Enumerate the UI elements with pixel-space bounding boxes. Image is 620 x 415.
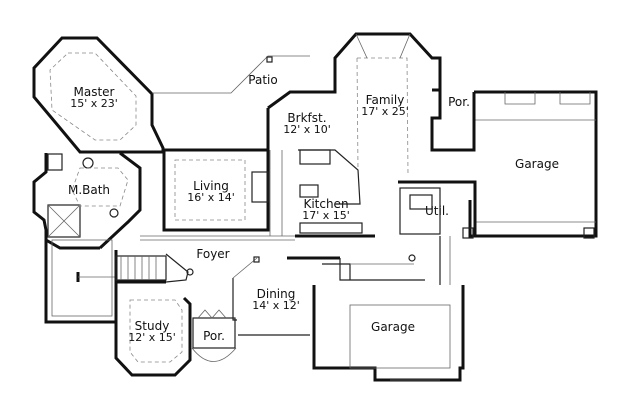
room-label-master: Master 15' x 23' (70, 86, 118, 110)
living-walls (162, 148, 270, 232)
room-label-garage-right: Garage (515, 158, 559, 170)
room-label-util: Util. (425, 205, 449, 217)
room-name: Study (134, 319, 170, 333)
room-name: Por. (203, 329, 225, 343)
left-wing-walls (44, 239, 116, 324)
room-dims: 17' x 25' (361, 105, 409, 118)
front-porch (191, 309, 237, 362)
porch-util-walls (398, 90, 477, 236)
garage-front-walls (312, 254, 465, 382)
room-name: Patio (248, 73, 278, 87)
kitchen-walls (269, 149, 375, 238)
garage-right-walls (462, 90, 598, 239)
room-name: Dining (256, 287, 296, 301)
dining-walls (232, 256, 340, 336)
room-label-foyer: Foyer (196, 248, 229, 260)
master-bath-walls (32, 151, 142, 250)
room-name: Garage (371, 320, 415, 334)
room-dims: 15' x 23' (70, 97, 118, 110)
room-label-living: Living 16' x 14' (187, 180, 235, 204)
room-dims: 17' x 15' (302, 209, 350, 222)
room-name: Living (193, 179, 229, 193)
room-dims: 12' x 10' (283, 123, 331, 136)
room-name: Por. (448, 95, 470, 109)
room-label-kitchen: Kitchen 17' x 15' (302, 198, 350, 222)
room-dims: 12' x 15' (128, 331, 176, 344)
room-label-por-top: Por. (448, 96, 470, 108)
foyer-stairs (114, 250, 194, 284)
room-name: Master (73, 85, 115, 99)
room-label-brkfst: Brkfst. 12' x 10' (283, 112, 331, 136)
study-walls (114, 282, 192, 377)
room-name: Garage (515, 157, 559, 171)
room-dims: 14' x 12' (252, 299, 300, 312)
room-label-study: Study 12' x 15' (128, 320, 176, 344)
room-label-mbath: M.Bath (68, 184, 110, 196)
room-label-garage-front: Garage (371, 321, 415, 333)
room-name: Util. (425, 204, 449, 218)
room-label-family: Family 17' x 25' (361, 94, 409, 118)
corridor-lines (140, 235, 451, 285)
room-name: Kitchen (303, 197, 349, 211)
room-label-por-front: Por. (203, 330, 225, 342)
patio-outline (152, 55, 310, 94)
room-name: Foyer (196, 247, 230, 261)
room-name: Brkfst. (287, 111, 327, 125)
room-name: M.Bath (67, 183, 111, 197)
family-breakfast-walls (266, 32, 442, 176)
room-label-patio: Patio (248, 74, 277, 86)
room-label-dining: Dining 14' x 12' (252, 288, 300, 312)
room-dims: 16' x 14' (187, 191, 235, 204)
room-name: Family (365, 93, 405, 107)
